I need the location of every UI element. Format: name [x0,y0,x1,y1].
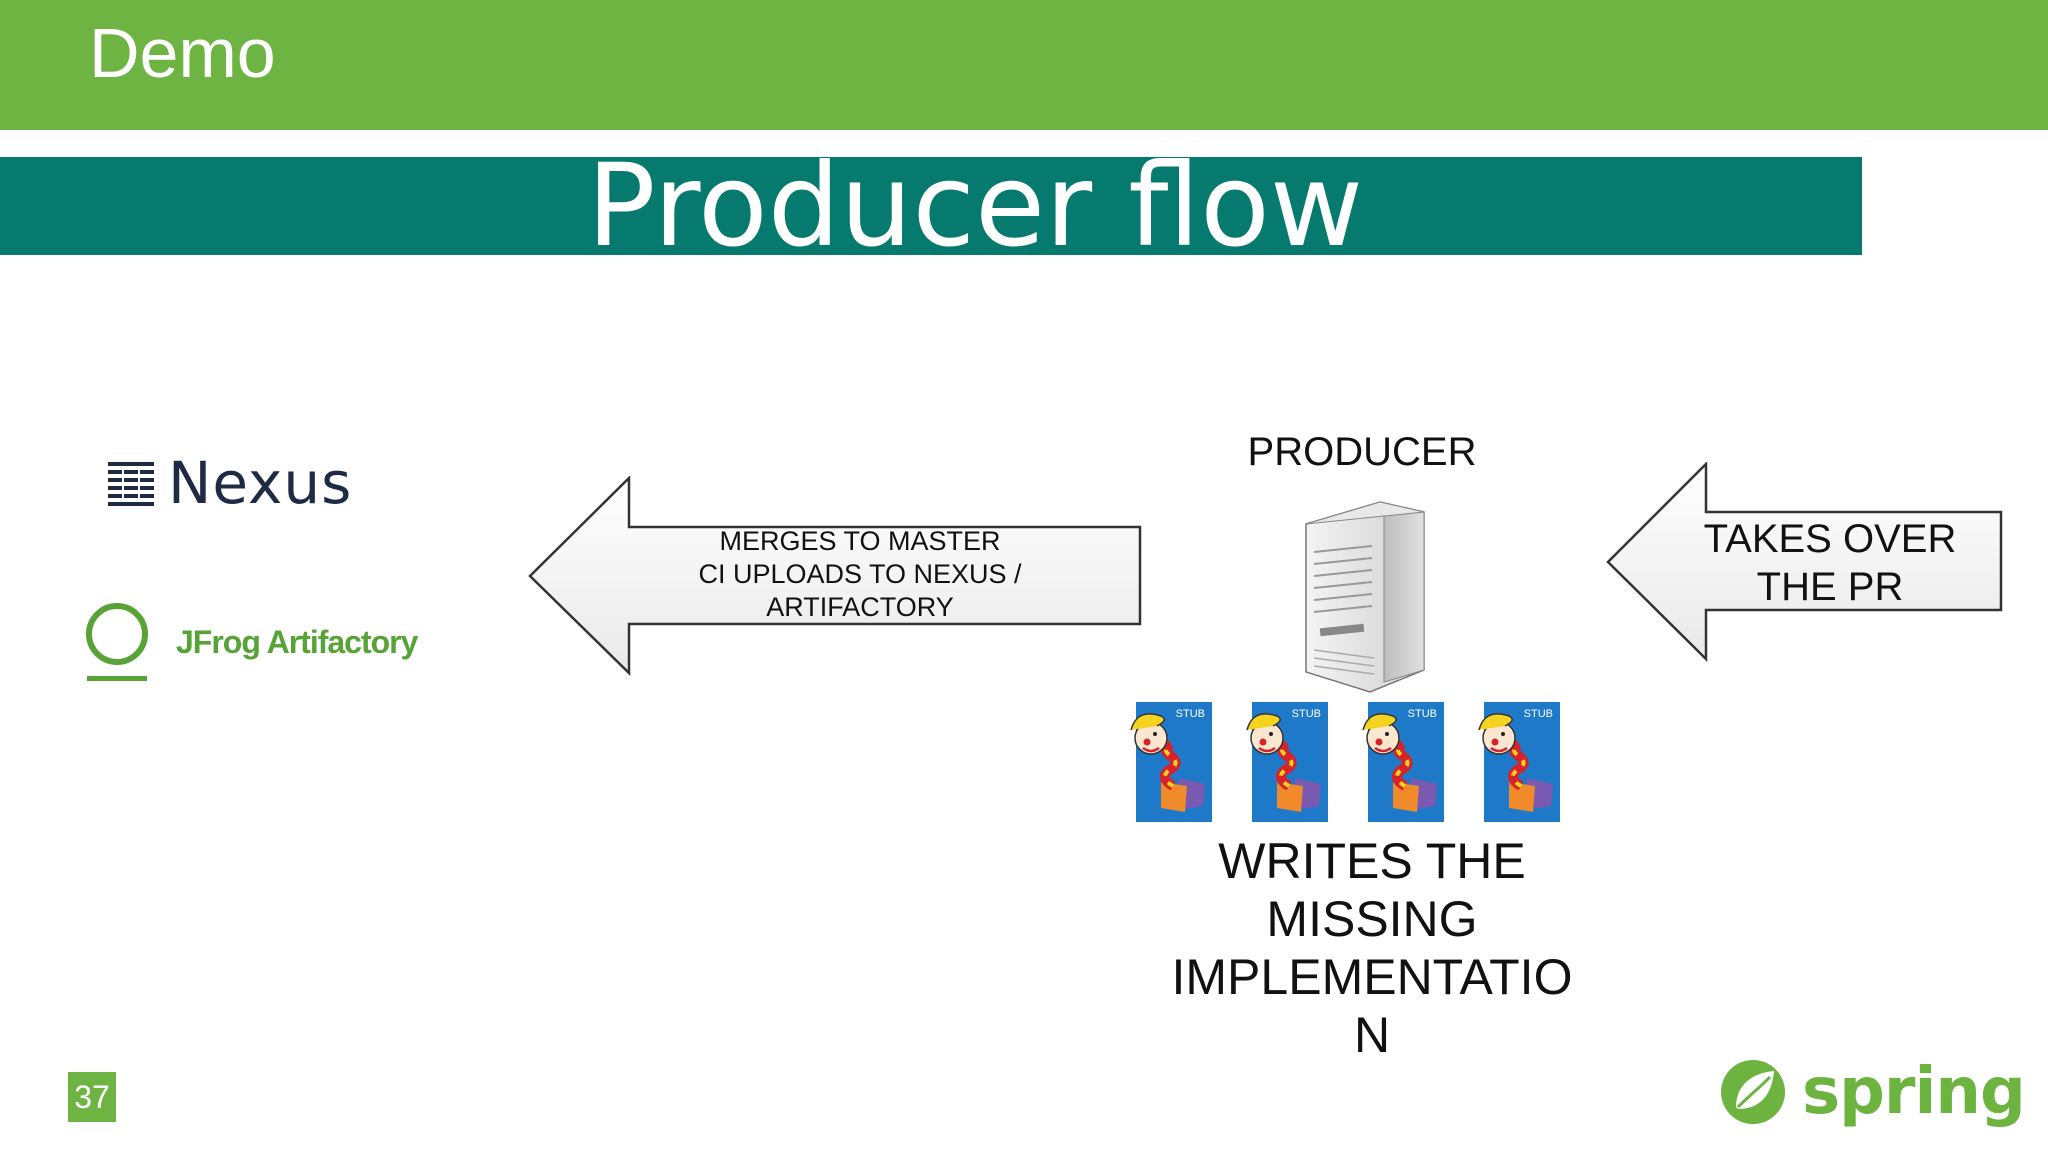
slide-number: 37 [68,1072,116,1122]
nexus-icon [108,462,154,506]
section-title: Demo [89,14,276,92]
section-header-bar: Demo [0,0,2048,130]
jack-in-the-box-icon [1246,702,1328,822]
stub-card: STUB [1130,700,1212,824]
right-arrow-label: TAKES OVER THE PR [1690,515,1970,611]
right-arrow [1606,462,2003,662]
stub-label: STUB [1175,708,1205,720]
jack-in-the-box-icon [1362,702,1444,822]
stub-card: STUB [1246,700,1328,824]
right-arrow-line-1: TAKES OVER [1703,517,1957,561]
left-arrow-line-1: MERGES TO MASTER [719,526,1001,556]
spring-wordmark: spring [1802,1055,2026,1129]
stub-label: STUB [1407,708,1437,720]
left-arrow-line-2: CI UPLOADS TO NEXUS / [698,558,1022,589]
spring-logo: spring [1718,1055,2026,1129]
jack-in-the-box-icon [1130,702,1212,822]
left-arrow-line-3: ARTIFACTORY [766,591,954,622]
slide-title-band: Producer flow [0,149,1862,263]
stub-group: STUB STUB STUB [1130,700,1560,824]
jfrog-wordmark: JFrog Artifactory [176,623,418,660]
stub-label: STUB [1291,708,1321,720]
nexus-logo: Nexus [108,448,352,518]
slide-title: Producer flow [586,139,1364,272]
right-arrow-line-2: THE PR [1756,565,1904,609]
stub-label: STUB [1523,708,1553,720]
producer-label: PRODUCER [1247,430,1477,474]
stub-card: STUB [1478,700,1560,824]
stub-card: STUB [1362,700,1444,824]
left-arrow [528,476,1142,676]
jfrog-logo: JFrog Artifactory [84,600,418,684]
jack-in-the-box-icon [1478,702,1560,822]
left-arrow-label: MERGES TO MASTER CI UPLOADS TO NEXUS / A… [640,525,1080,624]
spring-leaf-icon [1721,1060,1785,1124]
nexus-wordmark: Nexus [168,449,353,517]
server-icon [1305,501,1425,693]
writes-implementation-text: WRITES THE MISSING IMPLEMENTATIO N [1171,833,1573,1063]
jfrog-ring-icon [86,603,148,681]
